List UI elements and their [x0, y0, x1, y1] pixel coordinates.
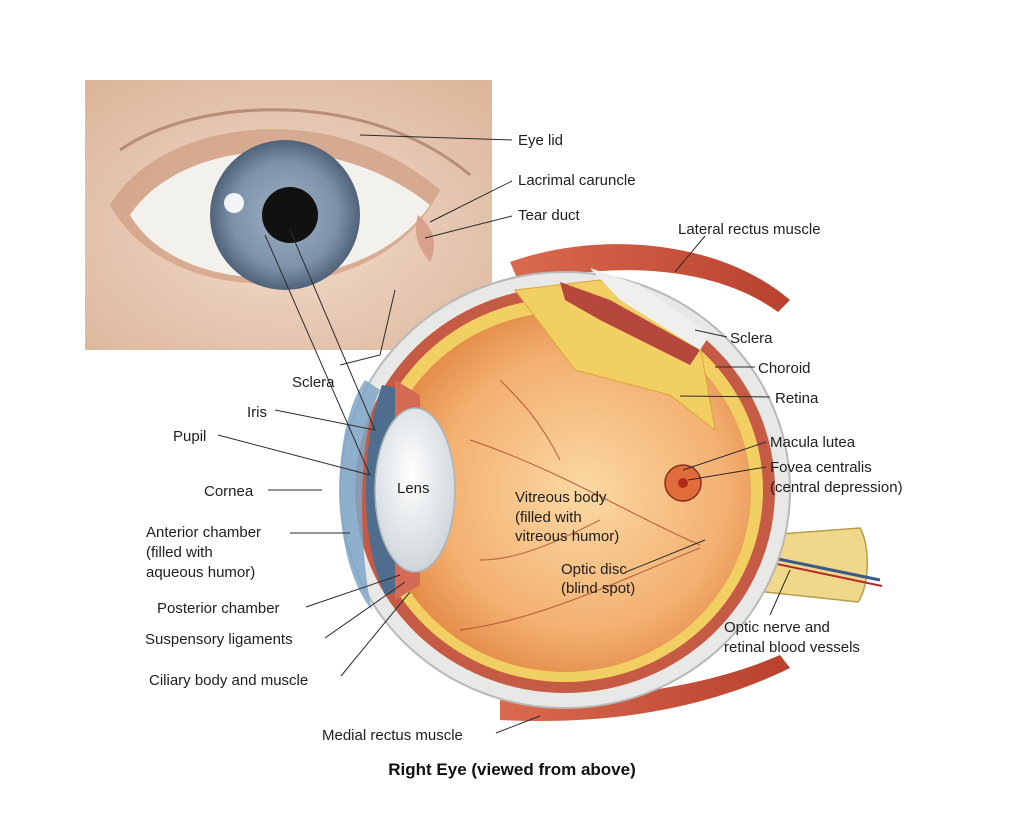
label-vitreous-1: Vitreous body	[515, 489, 607, 506]
label-ciliary-body: Ciliary body and muscle	[149, 672, 309, 689]
label-anterior-3: aqueous humor)	[146, 564, 256, 581]
label-optic-nerve-2: retinal blood vessels	[724, 639, 860, 656]
label-tear-duct: Tear duct	[518, 207, 580, 224]
label-posterior-chamber: Posterior chamber	[157, 600, 280, 617]
leader-lines	[217, 134, 791, 734]
label-optic-disc-1: Optic disc	[561, 561, 627, 578]
retina-cutaway	[514, 279, 716, 432]
label-vitreous-2: (filled with	[515, 509, 582, 526]
label-vitreous-3: vitreous humor)	[515, 528, 620, 545]
label-suspensory-ligaments: Suspensory ligaments	[145, 631, 293, 648]
lateral-rectus-muscle	[510, 244, 790, 312]
lens-shape	[374, 407, 456, 573]
label-anterior-2: (filled with	[146, 544, 213, 561]
label-optic-disc-2: (blind spot)	[561, 580, 636, 597]
label-medial-rectus: Medial rectus muscle	[322, 727, 463, 744]
label-anterior-1: Anterior chamber	[146, 524, 262, 541]
vitreous-body	[379, 312, 751, 672]
choroid-cutaway	[560, 282, 700, 365]
external-eye-illustration	[85, 80, 492, 350]
label-eye-lid: Eye lid	[518, 132, 564, 149]
label-lateral-rectus: Lateral rectus muscle	[678, 221, 821, 238]
label-pupil: Pupil	[173, 428, 207, 445]
label-lacrimal-caruncle: Lacrimal caruncle	[518, 172, 636, 189]
label-macula-lutea: Macula lutea	[770, 434, 856, 451]
diagram-caption: Right Eye (viewed from above)	[388, 760, 636, 779]
sclera-cutaway	[590, 268, 710, 350]
label-fovea-note: (central depression)	[770, 479, 903, 496]
label-choroid: Choroid	[758, 360, 811, 377]
label-sclera-left: Sclera	[292, 374, 335, 391]
retinal-vessels	[459, 379, 701, 631]
label-fovea-centralis: Fovea centralis	[770, 459, 872, 476]
fovea-centralis-spot	[678, 478, 688, 488]
label-iris: Iris	[247, 404, 267, 421]
label-cornea: Cornea	[204, 483, 254, 500]
cornea-shape	[339, 380, 380, 610]
label-optic-nerve-1: Optic nerve and	[724, 619, 830, 636]
label-retina: Retina	[775, 390, 819, 407]
label-lens: Lens	[397, 480, 430, 497]
label-sclera-right: Sclera	[730, 330, 773, 347]
